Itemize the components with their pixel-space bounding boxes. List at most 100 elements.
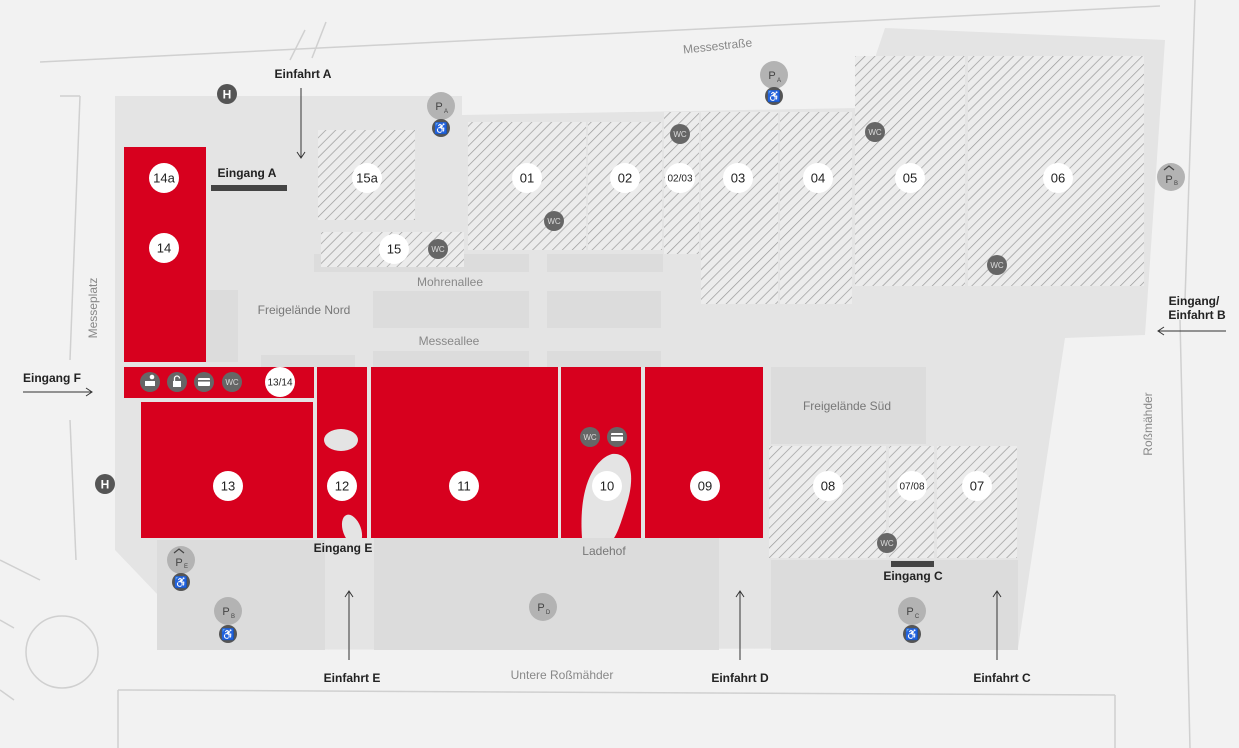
street-messeallee: Messeallee [419, 334, 480, 348]
badge-15[interactable]: 15 [379, 234, 409, 264]
svg-text:P: P [175, 557, 182, 569]
badge-05[interactable]: 05 [895, 163, 925, 193]
label-eingang-e: Eingang E [314, 541, 373, 555]
area-freigelaende-sued: Freigelände Süd [803, 399, 891, 413]
svg-text:WC: WC [673, 130, 687, 139]
wheelchair-icon: ♿ [432, 119, 450, 137]
svg-text:15a: 15a [356, 171, 378, 186]
hall-13[interactable] [141, 402, 313, 538]
wc-icon: WC [580, 427, 600, 447]
badge-11[interactable]: 11 [449, 471, 479, 501]
svg-text:WC: WC [225, 378, 239, 387]
hall-12[interactable] [317, 367, 367, 538]
svg-text:13: 13 [221, 479, 235, 494]
svg-text:WC: WC [583, 433, 597, 442]
wc-icon: WC [222, 372, 242, 392]
badge-15a[interactable]: 15a [352, 163, 382, 193]
svg-text:WC: WC [880, 539, 894, 548]
badge-10[interactable]: 10 [592, 471, 622, 501]
svg-text:05: 05 [903, 171, 917, 186]
svg-text:A: A [777, 78, 781, 84]
street-messeplatz: Messeplatz [86, 278, 100, 339]
hall-badges: 14a 14 13/14 13 12 11 10 09 15a 15 01 02… [149, 163, 1073, 501]
badge-08[interactable]: 08 [813, 471, 843, 501]
svg-text:04: 04 [811, 171, 825, 186]
svg-text:P: P [1165, 174, 1172, 186]
svg-text:H: H [223, 88, 232, 102]
street-messestrasse: Messestraße [682, 35, 753, 56]
bus-stop-icon: H [217, 84, 237, 104]
area-freigelaende-nord: Freigelände Nord [258, 303, 351, 317]
wc-icon: WC [428, 239, 448, 259]
badge-02-03[interactable]: 02/03 [665, 163, 695, 193]
svg-text:14: 14 [157, 241, 171, 256]
svg-text:10: 10 [600, 479, 614, 494]
svg-text:P: P [222, 606, 229, 618]
svg-text:WC: WC [868, 128, 882, 137]
entrance-labels: Einfahrt A Eingang A Eingang/ Einfahrt B… [23, 67, 1226, 685]
svg-text:WC: WC [990, 261, 1004, 270]
hall-11[interactable] [371, 367, 558, 538]
credit-card-icon [607, 427, 627, 447]
badge-01[interactable]: 01 [512, 163, 542, 193]
badge-13[interactable]: 13 [213, 471, 243, 501]
info-desk-icon [140, 372, 160, 392]
svg-text:A: A [444, 109, 448, 115]
svg-text:♿: ♿ [434, 122, 448, 135]
svg-text:♿: ♿ [767, 90, 781, 103]
badge-09[interactable]: 09 [690, 471, 720, 501]
label-einfahrt-e: Einfahrt E [324, 671, 381, 685]
label-einfahrt-d: Einfahrt D [711, 671, 769, 685]
bus-stop-icon: H [95, 474, 115, 494]
svg-text:07: 07 [970, 479, 984, 494]
area-ladehof: Ladehof [582, 544, 626, 558]
badge-02[interactable]: 02 [610, 163, 640, 193]
label-einfahrt-c: Einfahrt C [973, 671, 1031, 685]
svg-text:01: 01 [520, 171, 534, 186]
label-eingang-a: Eingang A [218, 166, 277, 180]
svg-text:E: E [184, 564, 188, 570]
badge-14[interactable]: 14 [149, 233, 179, 263]
svg-text:02: 02 [618, 171, 632, 186]
svg-text:WC: WC [547, 217, 561, 226]
street-untere-rossmaehder: Untere Roßmähder [511, 668, 614, 682]
label-eingang-f: Eingang F [23, 371, 81, 385]
wheelchair-icon: ♿ [172, 573, 190, 591]
wc-icon: WC [877, 533, 897, 553]
badge-13-14[interactable]: 13/14 [265, 367, 295, 397]
credit-card-icon [194, 372, 214, 392]
svg-text:02/03: 02/03 [667, 174, 692, 185]
wheelchair-icon: ♿ [903, 625, 921, 643]
badge-04[interactable]: 04 [803, 163, 833, 193]
wc-icon: WC [865, 122, 885, 142]
wc-icon: WC [670, 124, 690, 144]
badge-03[interactable]: 03 [723, 163, 753, 193]
svg-text:13/14: 13/14 [267, 378, 292, 389]
svg-text:09: 09 [698, 479, 712, 494]
svg-text:14a: 14a [153, 171, 175, 186]
label-eingang-b-line1: Eingang/ [1169, 294, 1220, 308]
svg-text:♿: ♿ [221, 628, 235, 641]
svg-text:P: P [537, 602, 544, 614]
wc-icon: WC [987, 255, 1007, 275]
street-rossmaehder: Roßmähder [1141, 392, 1155, 455]
hall-09[interactable] [645, 367, 763, 538]
svg-text:06: 06 [1051, 171, 1065, 186]
street-mohrenallee: Mohrenallee [417, 275, 483, 289]
badge-12[interactable]: 12 [327, 471, 357, 501]
badge-14a[interactable]: 14a [149, 163, 179, 193]
badge-07[interactable]: 07 [962, 471, 992, 501]
badge-06[interactable]: 06 [1043, 163, 1073, 193]
badge-07-08[interactable]: 07/08 [897, 471, 927, 501]
svg-text:03: 03 [731, 171, 745, 186]
svg-text:11: 11 [457, 479, 471, 494]
label-einfahrt-a: Einfahrt A [275, 67, 332, 81]
